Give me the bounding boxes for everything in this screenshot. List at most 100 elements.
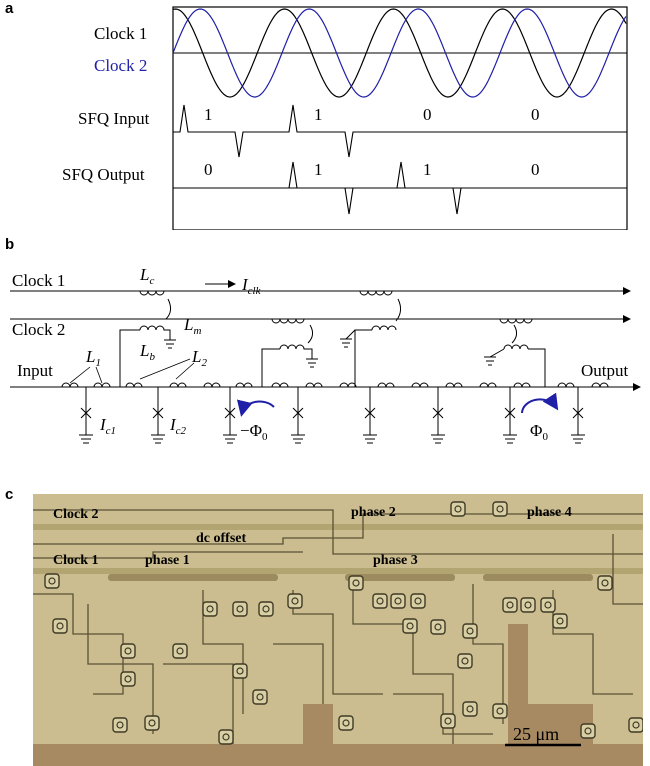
lc-label: Lc [139,265,154,287]
panel-letter-c: c [5,486,14,503]
josephson-junctions [79,387,585,444]
bias-branch-2-ground [306,358,318,368]
clock1-inductor-1 [139,290,165,296]
ic1-label: Ic1 [99,415,116,437]
neg-flux-arrow [236,399,275,417]
chip-via-1 [48,577,56,585]
chip-via-6 [206,605,214,613]
chip-pad-17 [372,593,388,609]
junction-8 [571,387,585,444]
iclk-label: Iclk [241,275,262,297]
bias-bar-2 [345,574,455,581]
chip-via-28 [556,617,564,625]
input-bit-1: 1 [204,105,213,124]
bias-bar-3 [483,574,593,581]
sfq-output-label: SFQ Output [62,165,145,184]
chip-pad-21 [430,619,446,635]
chip-via-4 [124,675,132,683]
chip-pads [44,501,643,745]
lm-ground [164,339,176,349]
chip-pad-24 [457,653,473,669]
l2-label: L2 [191,347,207,369]
chip-pad-18 [390,593,406,609]
bias-branch-3-inductor [371,325,397,331]
chip-pad-19 [410,593,426,609]
chip-via-5 [176,647,184,655]
chip-label-dc-offset: dc offset [196,531,246,546]
chip-micrograph: Clock 2 Clock 1 dc offset phase 1 phase … [33,494,643,766]
bias-branch-2-arrow [307,324,314,344]
junction-2 [151,387,165,444]
timing-frame [172,6,628,230]
chip-via-32 [584,727,592,735]
chip-via-35 [496,505,504,513]
circuit-schematic: Clock 1 Clock 2 Lc Iclk Lm Lb Input Outp… [10,265,641,444]
bias-branch-4-inductor [503,344,529,350]
chip-pad-30 [492,703,508,719]
chip-via-33 [632,721,640,729]
chip-via-26 [524,601,532,609]
output-bit-4: 0 [531,160,540,179]
chip-pad-27 [540,597,556,613]
chip-pad-16 [348,575,364,591]
phi0-label: Φ0 [530,421,548,443]
chip-via-19 [414,597,422,605]
sfq-output-trace-neg [173,187,462,215]
chip-pad-1 [44,573,60,589]
clock1-waveform [172,8,627,98]
chip-traces [33,509,643,766]
input-label: Input [17,361,53,380]
output-bit-1: 0 [204,160,213,179]
clock2-label: Clock 2 [94,56,147,75]
junction-1 [79,387,93,444]
junction-3 [223,387,237,444]
data-inductors [61,382,609,388]
chip-pad-26 [520,597,536,613]
chip-pad-31 [597,575,613,591]
chip-via-15 [342,719,350,727]
panel-letter-a: a [5,0,14,17]
chip-label-phase3: phase 3 [373,553,418,568]
bias-branch-4-arrow [511,324,518,344]
chip-via-23 [466,627,474,635]
chip-pad-10 [232,663,248,679]
chip-pad-23 [462,623,478,639]
l1-pointers [69,366,103,384]
chip-pad-9 [287,593,303,609]
bias-branch-1 [119,329,140,387]
chip-via-7 [236,605,244,613]
ground-trench-2 [508,624,593,744]
chip-pad-3 [120,643,136,659]
clock2-inductor-1 [271,318,305,324]
chip-pad-8 [258,601,274,617]
neg-phi0-label: −Φ0 [240,421,268,443]
chip-via-27 [544,601,552,609]
chip-via-14 [222,733,230,741]
junction-5 [363,387,377,444]
chip-pad-29 [462,701,478,717]
chip-pad-12 [144,715,160,731]
chip-via-34 [454,505,462,513]
chip-pad-7 [232,601,248,617]
clock2-inductor-2 [499,318,533,324]
chip-pad-25 [502,597,518,613]
panel-letter-b: b [5,236,15,253]
chip-label-clock2: Clock 2 [53,507,99,522]
ic2-label: Ic2 [169,415,187,437]
chip-label-phase1: phase 1 [145,553,190,568]
chip-via-20 [406,622,414,630]
input-bit-4: 0 [531,105,540,124]
chip-via-12 [148,719,156,727]
chip-pad-2 [52,618,68,634]
clock1-label-b: Clock 1 [12,271,65,290]
chip-via-9 [291,597,299,605]
chip-via-3 [124,647,132,655]
bias-branch-4 [528,348,546,387]
bias-branch-3-arrow [395,298,402,322]
chip-pad-11 [252,689,268,705]
clock2-bus [33,524,643,530]
lm-coupling-arrow [165,298,172,320]
bias-branch-3-ground [340,329,356,348]
chip-via-8 [262,605,270,613]
chip-via-16 [352,579,360,587]
